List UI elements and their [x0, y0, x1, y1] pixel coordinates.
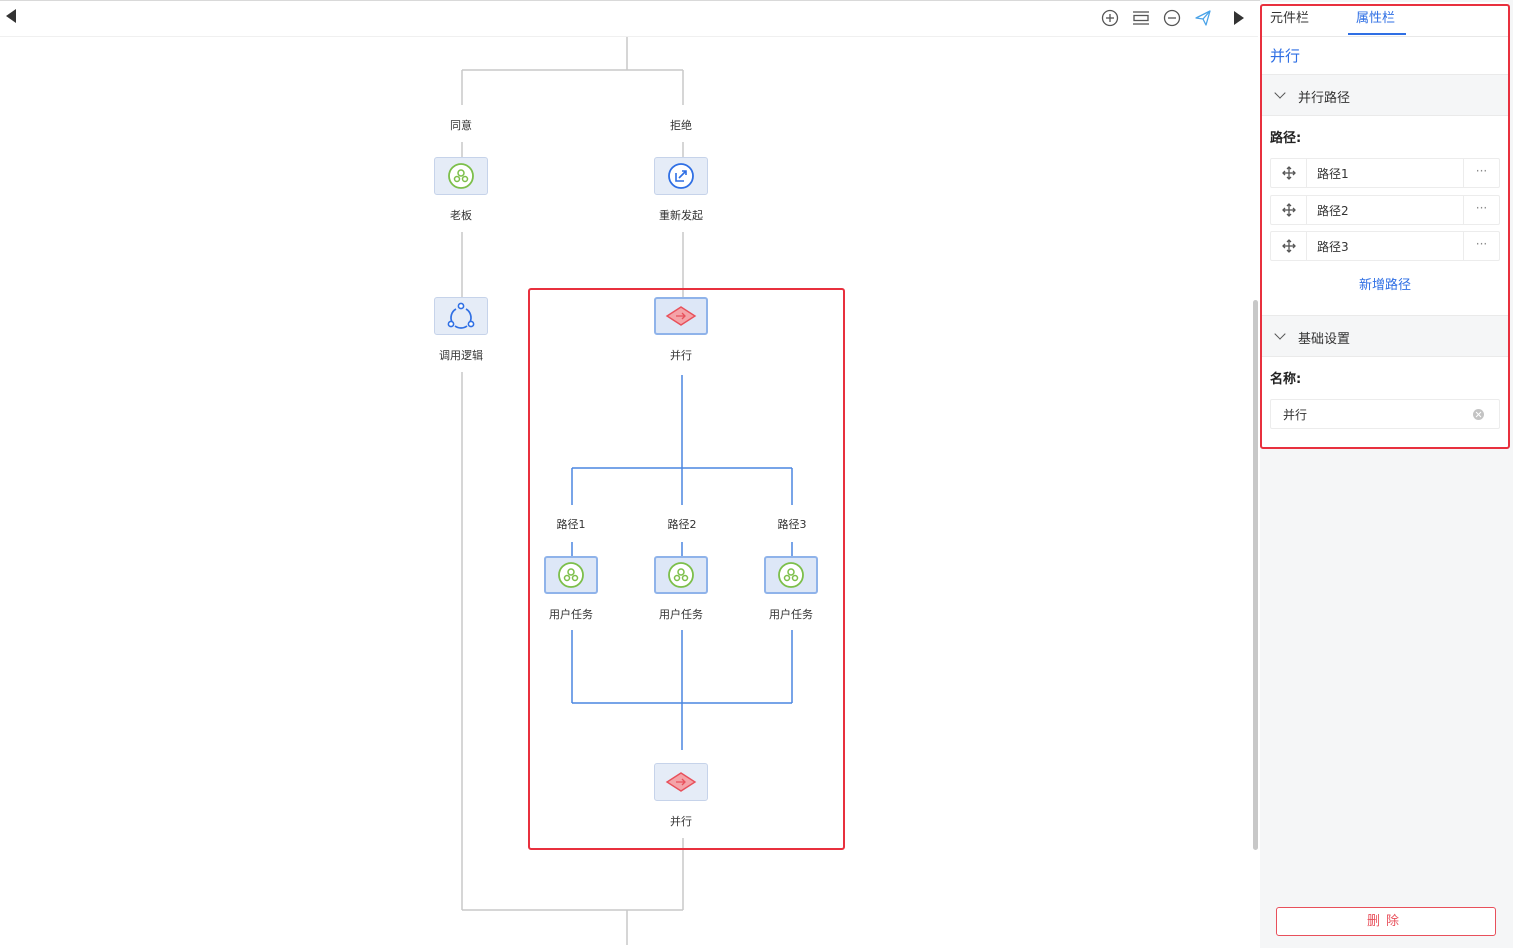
tab-properties[interactable]: 属性栏: [1356, 11, 1396, 26]
node-label-user-task-2: 用户任务: [659, 608, 703, 621]
path-row: 路径3 ···: [1270, 231, 1500, 261]
top-border: [0, 0, 1260, 1]
zoom-out-icon[interactable]: [1163, 9, 1181, 27]
section-heading: 并行路径: [1298, 91, 1351, 106]
node-user-task-1[interactable]: [544, 556, 598, 594]
node-label-invoke-logic: 调用逻辑: [439, 349, 483, 362]
collapse-right-arrow-icon[interactable]: [1234, 11, 1244, 25]
edge-label-reject: 拒绝: [651, 117, 711, 133]
node-label-user-task-3: 用户任务: [769, 608, 813, 621]
move-icon: [1282, 239, 1296, 253]
path-name: 路径1: [1317, 167, 1349, 181]
name-input[interactable]: [1270, 399, 1500, 429]
name-label: 名称:: [1270, 372, 1302, 387]
drag-handle[interactable]: [1271, 159, 1307, 187]
zoom-in-icon[interactable]: [1101, 9, 1119, 27]
move-icon: [1282, 203, 1296, 217]
edge-label-path1: 路径1: [541, 516, 601, 532]
node-label-restart: 重新发起: [659, 209, 703, 222]
chevron-down-icon: [1274, 328, 1286, 340]
drag-handle[interactable]: [1271, 232, 1307, 260]
more-options-button[interactable]: ···: [1463, 232, 1499, 260]
panel-tabs: 元件栏 属性栏: [1262, 2, 1508, 37]
send-icon[interactable]: [1194, 9, 1212, 27]
path-name: 路径3: [1317, 240, 1349, 254]
more-options-button[interactable]: ···: [1463, 196, 1499, 224]
clear-icon[interactable]: [1473, 409, 1484, 420]
node-restart[interactable]: [654, 157, 708, 195]
user-task-icon: [448, 163, 474, 189]
parallel-gateway-icon: [665, 306, 697, 326]
fit-view-icon[interactable]: [1132, 9, 1150, 27]
node-invoke-logic[interactable]: [434, 297, 488, 335]
edge-label-path3: 路径3: [762, 516, 822, 532]
chevron-down-icon: [1274, 87, 1286, 99]
user-task-icon: [668, 562, 694, 588]
panel-title: 并行: [1270, 47, 1301, 65]
user-task-icon: [778, 562, 804, 588]
node-user-task-2[interactable]: [654, 556, 708, 594]
share-logic-icon: [447, 302, 475, 329]
move-icon: [1282, 166, 1296, 180]
section-heading: 基础设置: [1298, 332, 1351, 347]
edge-label-agree: 同意: [431, 117, 491, 133]
canvas-scrollbar[interactable]: [1253, 300, 1258, 850]
restart-icon: [668, 163, 694, 189]
section-basic-settings[interactable]: 基础设置: [1262, 315, 1508, 357]
edge-label-path2: 路径2: [652, 516, 712, 532]
flow-connectors: [461, 37, 793, 945]
node-label-user-task-1: 用户任务: [549, 608, 593, 621]
path-row: 路径2 ···: [1270, 195, 1500, 225]
node-label-parallel-join: 并行: [670, 815, 692, 828]
tab-components[interactable]: 元件栏: [1270, 11, 1310, 26]
node-label-parallel-split: 并行: [670, 349, 692, 362]
section-parallel-paths[interactable]: 并行路径: [1262, 74, 1508, 116]
toolbar-divider: [0, 36, 1258, 37]
collapse-left-arrow-icon[interactable]: [6, 9, 16, 23]
node-parallel-join[interactable]: [654, 763, 708, 801]
path-row: 路径1 ···: [1270, 158, 1500, 188]
parallel-gateway-icon: [665, 772, 697, 792]
node-boss[interactable]: [434, 157, 488, 195]
node-parallel-split[interactable]: [654, 297, 708, 335]
add-path-button[interactable]: 新增路径: [1358, 278, 1411, 293]
node-label-boss: 老板: [450, 209, 472, 222]
more-options-button[interactable]: ···: [1463, 159, 1499, 187]
paths-label: 路径:: [1270, 131, 1302, 146]
delete-button[interactable]: 删除: [1276, 907, 1496, 936]
user-task-icon: [558, 562, 584, 588]
node-user-task-3[interactable]: [764, 556, 818, 594]
active-tab-indicator: [1348, 33, 1406, 35]
path-name: 路径2: [1317, 204, 1349, 218]
properties-panel: 并行 并行路径 路径: 路径1 ···: [1262, 37, 1508, 447]
drag-handle[interactable]: [1271, 196, 1307, 224]
